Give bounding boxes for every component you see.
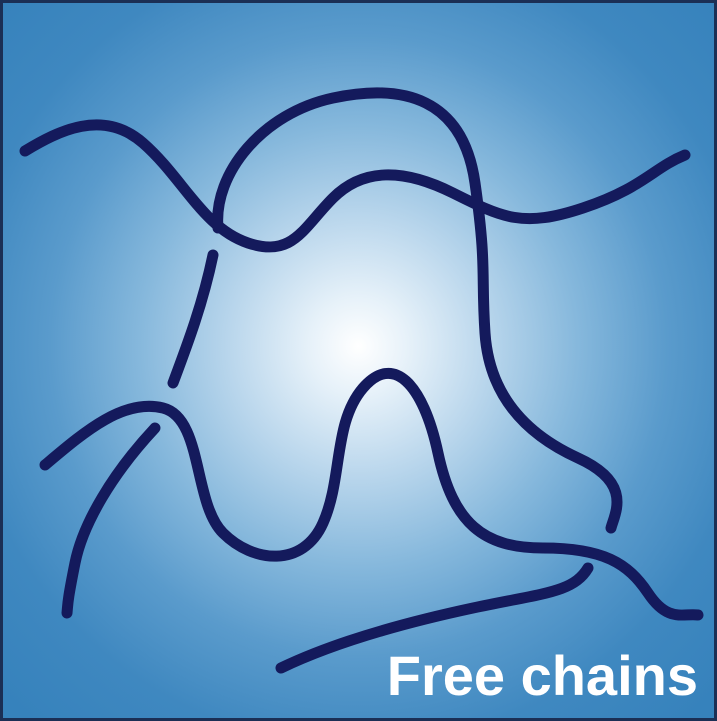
polymer-chains-illustration xyxy=(3,3,714,718)
polymer-chain xyxy=(218,93,617,528)
polymer-chain xyxy=(45,373,698,615)
polymer-chain xyxy=(25,125,685,247)
polymer-chain xyxy=(67,428,155,613)
polymer-chain xyxy=(173,255,213,383)
caption-label: Free chains xyxy=(387,648,698,704)
